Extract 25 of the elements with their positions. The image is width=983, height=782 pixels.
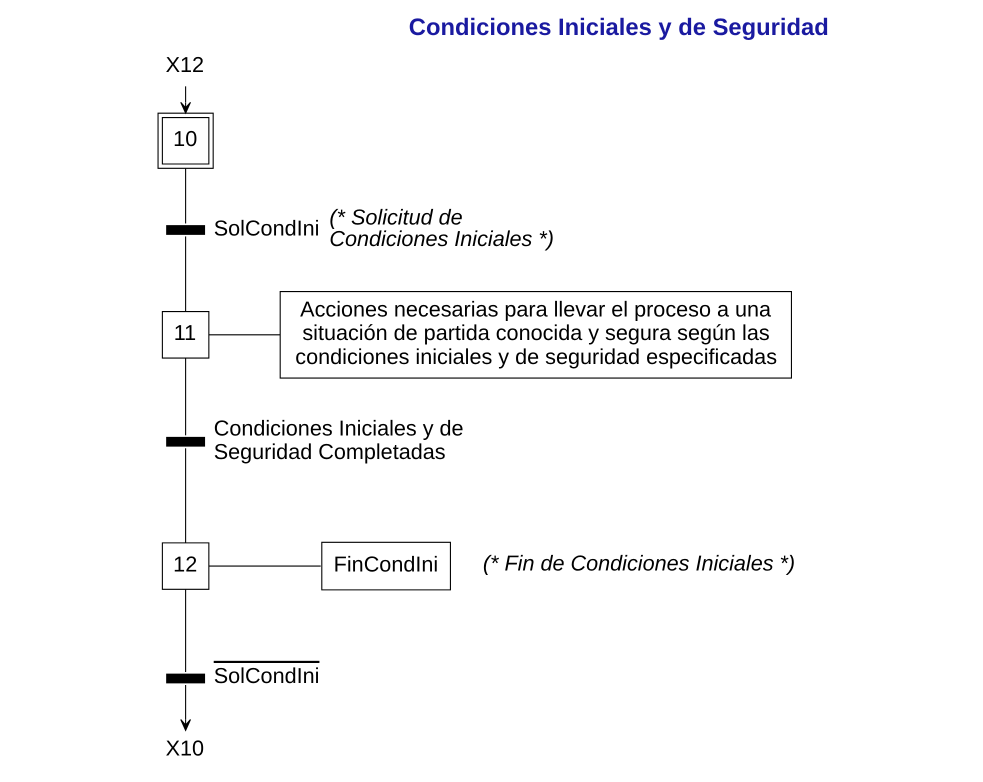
node-box: 10 [158,112,214,169]
diagram-title: Condiciones Iniciales y de Seguridad [408,14,829,41]
node-label: SolCondIni [214,662,320,688]
node-label: (* Solicitud de Condiciones Iniciales *) [329,204,554,252]
connector [185,448,186,543]
arrow [180,86,192,114]
node-text: X12 [166,52,204,78]
node-label: (* Fin de Condiciones Iniciales *) [482,550,796,576]
connector [185,358,186,436]
connector [185,168,186,224]
node-bar [166,436,206,447]
arrow [180,685,192,731]
node-label: SolCondIni [214,215,320,240]
connector [208,566,321,567]
node-box: FinCondIni [321,542,451,590]
node-text: X10 [166,735,204,760]
node-bar [166,225,206,235]
connector [185,236,186,312]
node-bar [166,674,206,684]
node-label: Condiciones Iniciales y de Seguridad Completadas [214,415,464,464]
connector [185,590,186,672]
node-box: 11 [162,311,210,359]
connector [208,334,280,336]
node-box: 12 [162,542,210,590]
node-box: Acciones necesarias para llevar el proceso a una situación de partida conocida y segura según las condiciones iniciales y de seguridad especificadas [280,291,792,379]
